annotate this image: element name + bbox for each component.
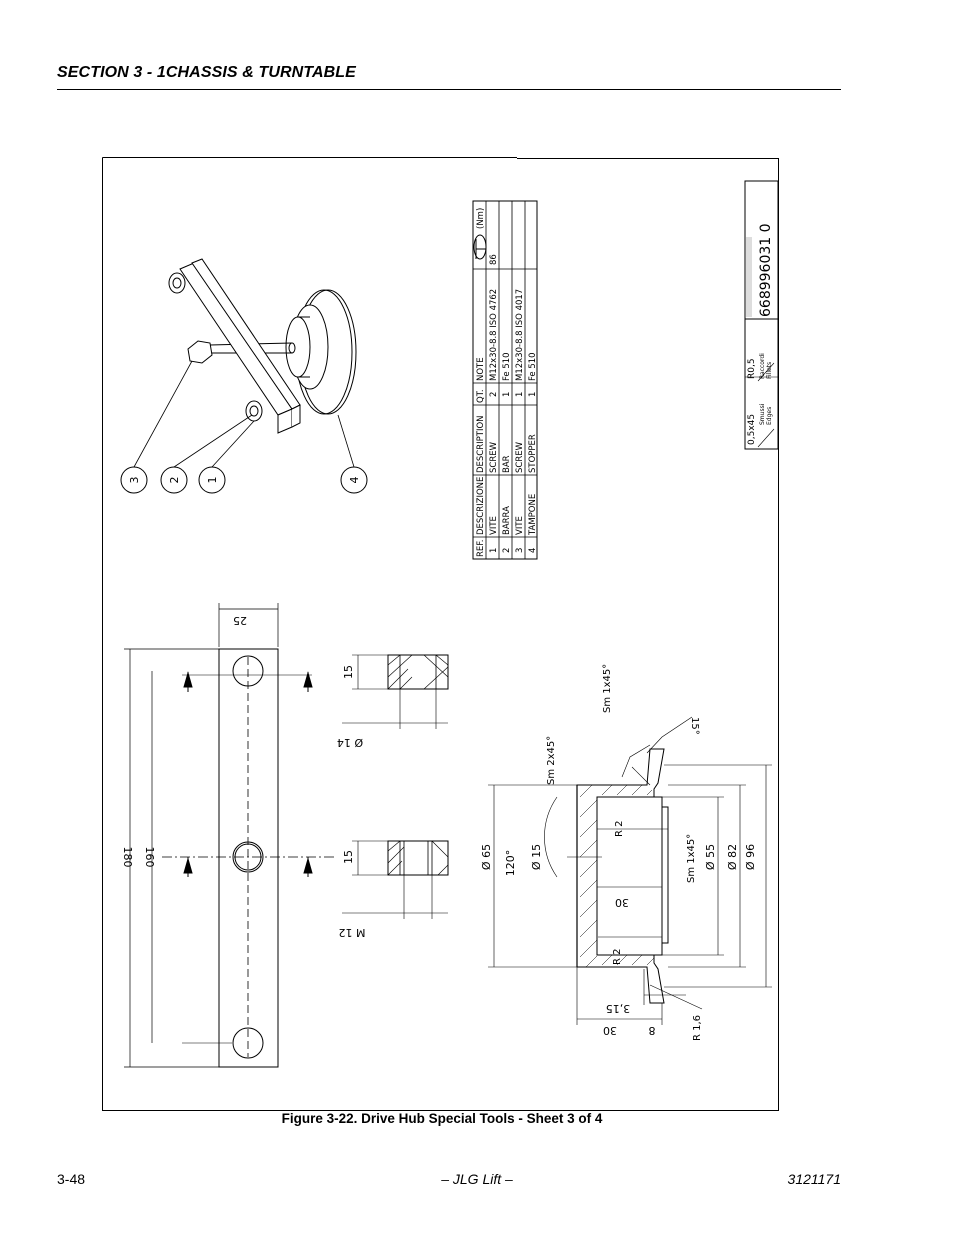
leader-lines: [133, 360, 355, 468]
stopper-depth-30: 30: [615, 896, 629, 909]
doc-number: 3121171: [787, 1171, 841, 1187]
row3-ref: 3: [515, 548, 525, 553]
row2-ref: 2: [502, 548, 512, 553]
row2-it: BARRA: [502, 506, 512, 535]
row4-en: STOPPER: [528, 434, 538, 473]
title-block: 668996031 0 0,5x45 Smussi Edges R0,5 Rac…: [744, 180, 779, 450]
stopper-radius-2a: R 2: [614, 821, 625, 838]
row2-qty: 1: [502, 392, 512, 397]
stopper-angle-120: 120°: [504, 850, 517, 877]
footer-publisher: – JLG Lift –: [441, 1171, 513, 1187]
thread-m12: M 12: [339, 926, 366, 939]
row3-en: SCREW: [515, 441, 525, 473]
bar-dimension-lines: [124, 603, 279, 1068]
page-number: 3-48: [57, 1171, 86, 1187]
bar-view: [162, 648, 336, 1068]
hole-depth-b: 15: [342, 850, 355, 864]
row1-torque: 86: [489, 254, 499, 265]
row2-en: BAR: [502, 455, 512, 473]
row2-note: Fe 510: [502, 352, 512, 381]
isometric-sketch: [168, 258, 357, 434]
th-descrizione: DESCRIZIONE: [476, 477, 486, 535]
stopper-chamfer-inner: Sm 1x45°: [686, 834, 697, 883]
stopper-chamfer-top: Sm 1x45°: [602, 664, 613, 713]
callout-4: 4: [348, 477, 361, 484]
drawing-frame: [102, 157, 779, 1111]
row1-ref: 1: [489, 548, 499, 553]
fillet-spec: R0,5: [747, 358, 757, 379]
stopper-len-30: 30: [603, 1024, 617, 1037]
hole-sections: [387, 654, 449, 876]
callout-bubbles: 3 2 1 4: [120, 466, 368, 494]
bar-width-25: 25: [233, 614, 247, 627]
hole-diameter-14: Ø 14: [337, 736, 363, 749]
stopper-dia-82: Ø 82: [726, 844, 739, 870]
figure-caption: Figure 3-22. Drive Hub Special Tools - S…: [281, 1111, 603, 1126]
header-divider: [57, 89, 841, 90]
bar-spacing-160: 160: [143, 847, 156, 868]
th-ref: REF.: [476, 539, 486, 557]
row3-qty: 1: [515, 392, 525, 397]
stopper-dia-65: Ø 65: [480, 844, 493, 870]
row4-qty: 1: [528, 392, 538, 397]
technical-drawing: 3 2 1 4 REF. DESCRIZIONE DESCRIPTION QT.…: [102, 157, 779, 1111]
th-note: NOTE: [476, 357, 486, 381]
callout-1: 1: [206, 477, 219, 484]
th-torque: (Nm): [476, 208, 486, 229]
row1-it: VITE: [489, 516, 499, 535]
section-title: SECTION 3 - 1CHASSIS & TURNTABLE: [57, 64, 356, 81]
fillet-label-en: Fillets: [766, 362, 773, 379]
stopper-len-3-15: 3,15: [606, 1002, 631, 1015]
stopper-radius-2b: R 2: [612, 949, 623, 966]
bar-length-180: 180: [121, 847, 134, 868]
parts-table: REF. DESCRIZIONE DESCRIPTION QT. NOTE (N…: [472, 200, 538, 560]
hole-section-dims: [342, 654, 448, 919]
stopper-chamfer-mid: Sm 2x45°: [546, 736, 557, 785]
callout-2: 2: [168, 477, 181, 484]
row4-note: Fe 510: [528, 352, 538, 381]
stopper-angle-15: 15°: [689, 717, 700, 735]
stopper-dia-96: Ø 96: [744, 844, 757, 870]
drawing-svg: 3 2 1 4 REF. DESCRIZIONE DESCRIPTION QT.…: [102, 157, 779, 1111]
row4-ref: 4: [528, 548, 538, 553]
row1-qty: 2: [489, 392, 499, 397]
stopper-dia-55: Ø 55: [704, 844, 717, 870]
hole-depth-a: 15: [342, 665, 355, 679]
chamfer-label-it: Smussi: [759, 403, 766, 425]
row1-en: SCREW: [489, 441, 499, 473]
stopper-len-8: 8: [649, 1024, 656, 1037]
fillet-label-it: Raccordi: [759, 353, 766, 379]
drawing-number: 668996031 0: [758, 223, 774, 317]
row3-it: VITE: [515, 516, 525, 535]
stopper-dimension-lines: [488, 716, 772, 1025]
stopper-dia-15: Ø 15: [530, 844, 543, 870]
th-qty: QT.: [476, 389, 486, 403]
stopper-section: [567, 748, 669, 1004]
row3-note: M12x30-8.8 ISO 4017: [515, 289, 525, 381]
th-description: DESCRIPTION: [476, 415, 486, 473]
row1-note: M12x30-8.8 ISO 4762: [489, 289, 499, 381]
row4-it: TAMPONE: [528, 494, 538, 536]
chamfer-label-en: Edges: [766, 407, 773, 425]
chamfer-spec: 0,5x45: [747, 414, 757, 445]
stopper-radius-1-6: R 1,6: [692, 1015, 703, 1041]
callout-3: 3: [128, 477, 141, 484]
